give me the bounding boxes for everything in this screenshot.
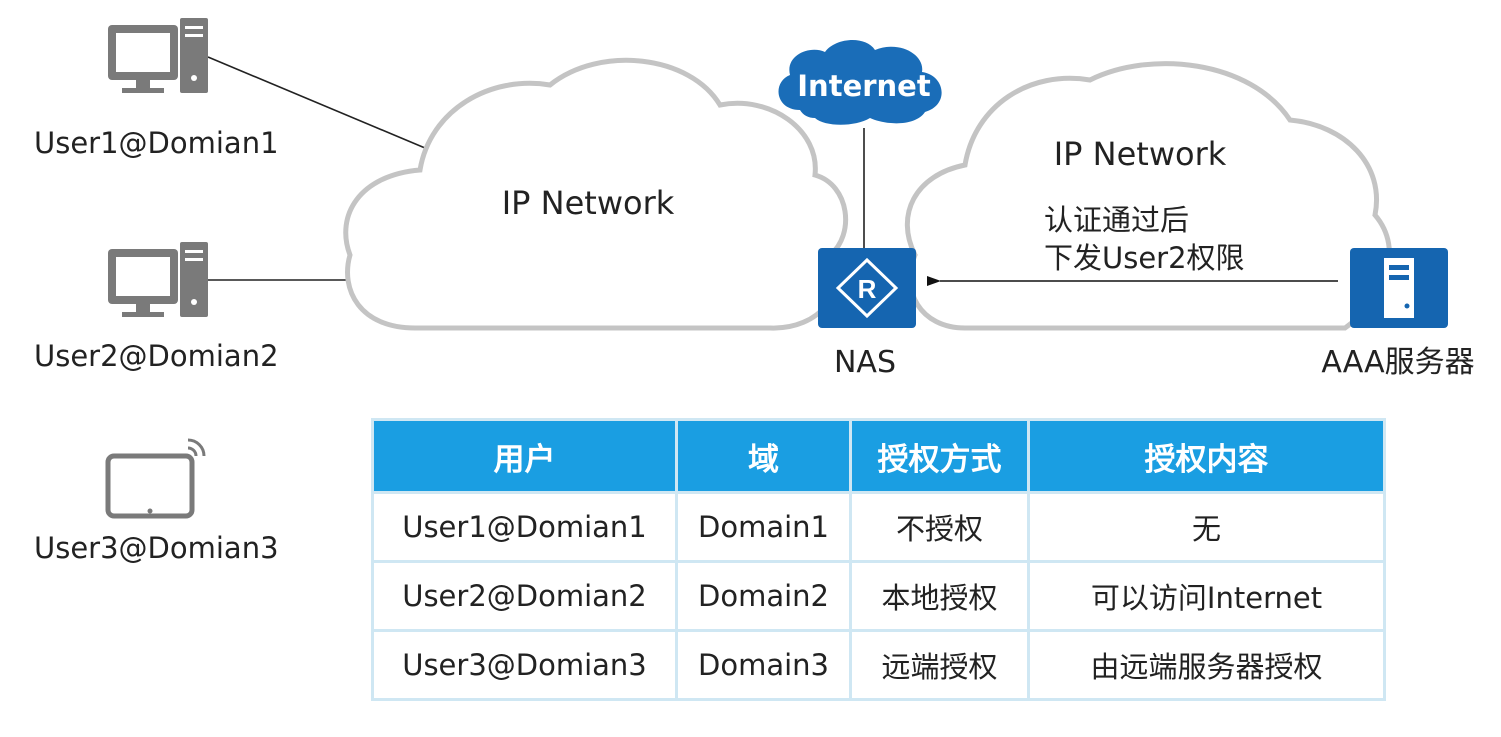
table-cell: 远端授权 xyxy=(849,629,1030,701)
table-cell: Domain2 xyxy=(675,560,852,632)
table-row: User3@Domian3 Domain3 远端授权 由远端服务器授权 xyxy=(371,629,1386,701)
svg-text:R: R xyxy=(858,274,877,304)
table-cell: Domain3 xyxy=(675,629,852,701)
table-cell: 由远端服务器授权 xyxy=(1027,629,1386,701)
arrow-text-line2: 下发User2权限 xyxy=(1044,241,1245,275)
table-cell: 可以访问Internet xyxy=(1027,560,1386,632)
left-ip-network-cloud xyxy=(343,57,848,331)
desktop-computer-icon xyxy=(108,242,208,317)
table-cell: Domain1 xyxy=(675,491,852,563)
header-auth-content: 授权内容 xyxy=(1027,418,1386,494)
table-cell: User2@Domian2 xyxy=(371,560,678,632)
nas-label: NAS xyxy=(834,345,896,380)
user1-label: User1@Domian1 xyxy=(34,126,279,160)
table-row: User2@Domian2 Domain2 本地授权 可以访问Internet xyxy=(371,560,1386,632)
user2-label: User2@Domian2 xyxy=(34,339,279,373)
authorization-table: 用户 域 授权方式 授权内容 User1@Domian1 Domain1 不授权… xyxy=(371,418,1386,701)
wireless-tablet-icon xyxy=(105,438,206,519)
right-ip-network-cloud xyxy=(904,61,1392,331)
table-cell: 本地授权 xyxy=(849,560,1030,632)
table-cell: User3@Domian3 xyxy=(371,629,678,701)
aaa-server-label: AAA服务器 xyxy=(1321,345,1474,380)
table-row: User1@Domian1 Domain1 不授权 无 xyxy=(371,491,1386,563)
left-cloud-label: IP Network xyxy=(502,184,675,222)
header-user: 用户 xyxy=(371,418,678,494)
table-cell: 无 xyxy=(1027,491,1386,563)
right-cloud-label: IP Network xyxy=(1054,135,1227,173)
header-domain: 域 xyxy=(675,418,852,494)
internet-cloud xyxy=(778,40,942,125)
desktop-computer-icon xyxy=(108,18,208,93)
arrow-text-line1: 认证通过后 xyxy=(1044,203,1189,237)
table-header-row: 用户 域 授权方式 授权内容 xyxy=(371,418,1386,494)
table-cell: 不授权 xyxy=(849,491,1030,563)
router-icon: R xyxy=(818,248,916,328)
link-user1-left-cloud xyxy=(207,56,426,149)
internet-label: Internet xyxy=(797,69,931,103)
table-cell: User1@Domian1 xyxy=(371,491,678,563)
server-icon xyxy=(1350,248,1448,328)
header-auth-method: 授权方式 xyxy=(849,418,1030,494)
user3-label: User3@Domian3 xyxy=(34,531,279,565)
